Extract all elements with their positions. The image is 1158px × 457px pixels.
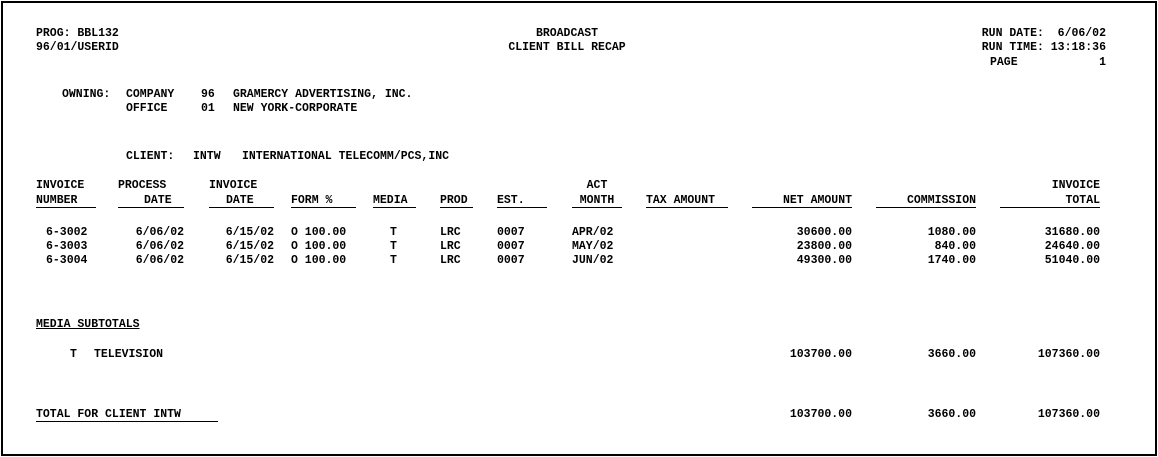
- cell-invoice-number: 6-3002: [46, 226, 88, 239]
- col-est: EST.: [497, 194, 525, 207]
- media-subtotal-total: 107360.00: [1037, 348, 1100, 361]
- office-label: OFFICE: [126, 102, 168, 115]
- page-number: 1: [1099, 56, 1106, 69]
- cell-commission: 840.00: [934, 240, 976, 253]
- cell-net-amount: 23800.00: [796, 240, 852, 253]
- company-code: 96: [201, 88, 215, 101]
- underline-net-amount: [752, 207, 852, 208]
- cell-invoice-total: 51040.00: [1044, 254, 1100, 267]
- underline-invoice-number: [36, 207, 96, 208]
- underline-media: [373, 207, 416, 208]
- col-invoice-total: TOTAL: [1065, 194, 1100, 207]
- cell-est: 0007: [497, 226, 525, 239]
- cell-process-date: 6/06/02: [135, 254, 184, 267]
- office-name: NEW YORK-CORPORATE: [233, 102, 358, 115]
- underline-commission: [876, 207, 976, 208]
- cell-media: T: [390, 240, 397, 253]
- cell-process-date: 6/06/02: [135, 226, 184, 239]
- cell-net-amount: 30600.00: [796, 226, 852, 239]
- cell-form: O 100.00: [291, 226, 347, 239]
- cell-prod: LRC: [440, 254, 461, 267]
- client-total-underline: [36, 421, 218, 422]
- underline-form: [291, 207, 356, 208]
- user-id: 96/01/USERID: [36, 41, 119, 54]
- cell-prod: LRC: [440, 240, 461, 253]
- col-process-date-top: PROCESS: [118, 179, 167, 192]
- col-invoice-number-top: INVOICE: [36, 179, 85, 192]
- col-net-amount: NET AMOUNT: [782, 194, 852, 207]
- media-subtotals-title: MEDIA SUBTOTALS: [36, 318, 140, 331]
- cell-media: T: [390, 226, 397, 239]
- client-label: CLIENT:: [126, 150, 175, 163]
- cell-act-month: MAY/02: [572, 240, 614, 253]
- media-subtotal-commission: 3660.00: [927, 348, 976, 361]
- report-subtitle: CLIENT BILL RECAP: [508, 41, 626, 54]
- office-code: 01: [201, 102, 215, 115]
- media-subtotal-name: TELEVISION: [94, 348, 164, 361]
- client-total-net: 103700.00: [789, 408, 852, 421]
- cell-invoice-date: 6/15/02: [225, 240, 274, 253]
- cell-process-date: 6/06/02: [135, 240, 184, 253]
- underline-invoice-total: [1000, 207, 1100, 208]
- col-act-month: MONTH: [579, 194, 615, 207]
- col-commission: COMMISSION: [906, 194, 976, 207]
- underline-est: [497, 207, 547, 208]
- cell-invoice-total: 24640.00: [1044, 240, 1100, 253]
- cell-invoice-number: 6-3003: [46, 240, 88, 253]
- company-name: GRAMERCY ADVERTISING, INC.: [233, 88, 413, 101]
- client-total-label: TOTAL FOR CLIENT INTW: [36, 408, 181, 421]
- col-tax-amount: TAX AMOUNT: [646, 194, 716, 207]
- col-media: MEDIA: [373, 194, 408, 207]
- col-invoice-date: DATE: [226, 194, 254, 207]
- cell-media: T: [390, 254, 397, 267]
- cell-form: O 100.00: [291, 240, 347, 253]
- cell-est: 0007: [497, 240, 525, 253]
- underline-tax-amount: [646, 207, 728, 208]
- company-label: COMPANY: [126, 88, 175, 101]
- cell-invoice-number: 6-3004: [46, 254, 88, 267]
- run-date: RUN DATE: 6/06/02: [981, 27, 1106, 40]
- cell-invoice-date: 6/15/02: [225, 254, 274, 267]
- underline-act-month: [572, 207, 622, 208]
- cell-act-month: APR/02: [572, 226, 614, 239]
- cell-act-month: JUN/02: [572, 254, 614, 267]
- page-label: PAGE: [990, 56, 1018, 69]
- cell-invoice-date: 6/15/02: [225, 226, 274, 239]
- client-total-total: 107360.00: [1037, 408, 1100, 421]
- program-id: PROG: BBL132: [36, 27, 119, 40]
- report-title: BROADCAST: [535, 27, 599, 40]
- col-form-percent: FORM %: [291, 194, 333, 207]
- media-subtotal-net: 103700.00: [789, 348, 852, 361]
- col-process-date: DATE: [144, 194, 172, 207]
- cell-commission: 1740.00: [927, 254, 976, 267]
- underline-prod: [440, 207, 473, 208]
- col-act-month-top: ACT: [586, 179, 608, 192]
- client-name: INTERNATIONAL TELECOMM/PCS,INC: [242, 150, 450, 163]
- cell-est: 0007: [497, 254, 525, 267]
- client-code: INTW: [193, 150, 221, 163]
- col-prod: PROD: [440, 194, 468, 207]
- cell-net-amount: 49300.00: [796, 254, 852, 267]
- underline-process-date: [118, 207, 184, 208]
- owning-label: OWNING:: [62, 88, 111, 101]
- cell-commission: 1080.00: [927, 226, 976, 239]
- cell-prod: LRC: [440, 226, 461, 239]
- client-total-commission: 3660.00: [927, 408, 976, 421]
- run-time: RUN TIME: 13:18:36: [981, 41, 1106, 54]
- col-invoice-total-top: INVOICE: [1051, 179, 1100, 192]
- underline-invoice-date: [209, 207, 274, 208]
- cell-invoice-total: 31680.00: [1044, 226, 1100, 239]
- col-invoice-number: NUMBER: [36, 194, 78, 207]
- col-invoice-date-top: INVOICE: [209, 179, 258, 192]
- media-subtotal-code: T: [70, 348, 77, 361]
- cell-form: O 100.00: [291, 254, 347, 267]
